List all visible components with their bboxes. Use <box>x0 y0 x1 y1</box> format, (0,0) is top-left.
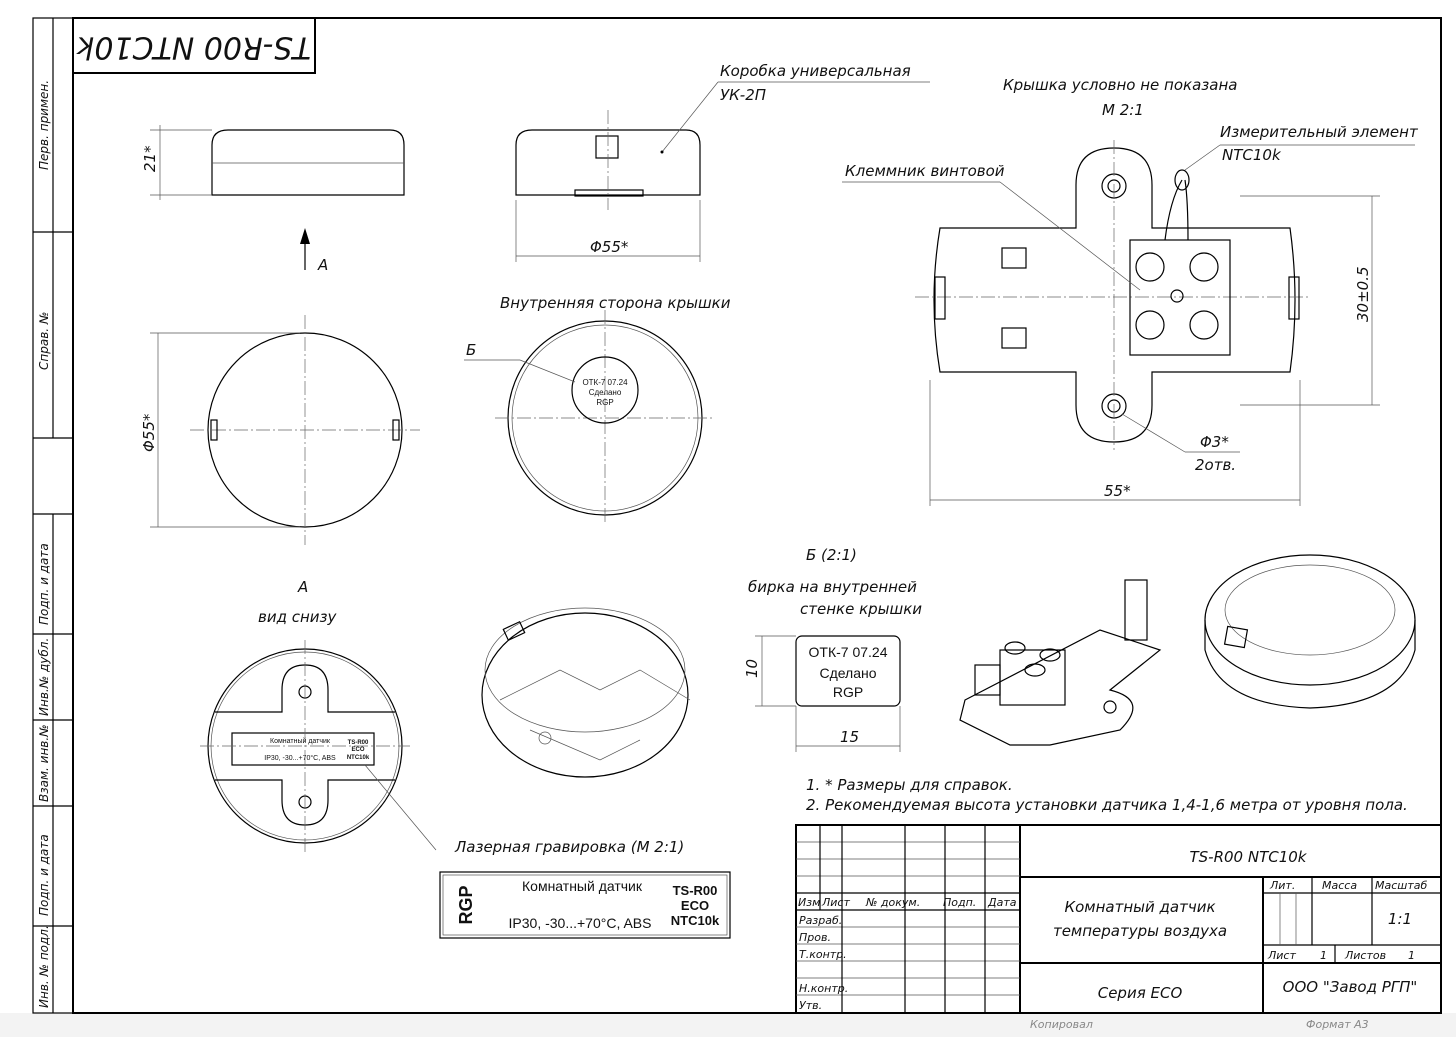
hole-count: 2отв. <box>1195 456 1236 474</box>
tag-line: RGP <box>833 684 863 700</box>
engraving-small-right: NTC10k <box>347 755 370 761</box>
col-header: Лист <box>821 896 850 909</box>
top-view: Φ55* <box>140 315 420 545</box>
rotated-stamp-box <box>72 17 316 74</box>
isometric-board <box>959 579 1162 746</box>
strip-label: Перв. примен. <box>37 80 51 170</box>
dimension-55: 55* <box>1104 482 1131 500</box>
scale-label: Масштаб <box>1375 879 1427 892</box>
detail-tag: Б (2:1) бирка на внутренней стенке крышк… <box>743 546 922 752</box>
copied-label: Копировал <box>1030 1018 1093 1031</box>
col-header: Изм <box>798 896 820 909</box>
detail-subtitle: бирка на внутренней <box>748 578 917 596</box>
tag-height-dim: 10 <box>743 659 761 678</box>
engraving-small-line1: Комнатный датчик <box>270 737 331 745</box>
tag-line: ОТК-7 07.24 <box>809 644 888 660</box>
strip-label: Инв.№ дубл. <box>37 638 51 716</box>
engraving-line1: Комнатный датчик <box>522 878 643 894</box>
element-model: NTC10k <box>1222 146 1282 164</box>
col-header: Подп. <box>943 896 976 909</box>
role-label: Утв. <box>799 999 822 1012</box>
tag-small-line: RGP <box>596 398 613 407</box>
inner-cover-view: Внутренняя сторона крышки ОТК-7 07.24 Сд… <box>464 294 731 525</box>
cover-note: Крышка условно не показана <box>1003 76 1237 94</box>
engraving-line2: IP30, -30...+70°C, ABS <box>509 915 652 931</box>
view-a-title: A <box>297 578 308 596</box>
tag-small-line: ОТК-7 07.24 <box>582 378 628 387</box>
role-label: Разраб. <box>799 914 842 927</box>
view-arrow-label: A <box>317 256 328 274</box>
view-a-subtitle: вид снизу <box>258 608 338 626</box>
rgp-logo: RGP <box>456 885 476 924</box>
detail-title: Б (2:1) <box>806 546 857 564</box>
engraving-small-right: ECO <box>351 747 364 753</box>
engraving-plate: RGP Комнатный датчик IP30, -30...+70°C, … <box>439 871 731 939</box>
side-view-right: Φ55* Коробка универсальная УК-2П <box>515 62 930 262</box>
bottom-view: A вид снизу Комнатный датчик IP30, -30..… <box>200 578 684 856</box>
diameter-dimension: Φ55* <box>140 413 158 452</box>
role-label: Пров. <box>799 931 831 944</box>
mass-label: Масса <box>1322 879 1357 892</box>
scale-value: 1:1 <box>1388 910 1412 928</box>
format-label: Формат А3 <box>1306 1018 1369 1031</box>
designation: TS-R00 NTC10k <box>1189 848 1307 866</box>
role-label: Н.контр. <box>799 982 848 995</box>
engraving-right: TS-R00 <box>673 883 718 898</box>
engraving-right: ECO <box>681 898 709 913</box>
tag-width-dim: 15 <box>840 728 859 746</box>
side-view-left: 21* A <box>141 125 405 274</box>
sheet-label: Лист <box>1267 949 1296 962</box>
series: Серия ECO <box>1098 984 1183 1002</box>
box-label: Коробка универсальная <box>720 62 911 80</box>
role-label: Т.контр. <box>799 948 847 961</box>
product-name-line2: температуры воздуха <box>1053 922 1227 940</box>
detail-marker: Б <box>466 341 476 359</box>
height-dimension: 21* <box>141 145 159 172</box>
engraving-right: NTC10k <box>671 913 720 928</box>
strip-label: Подп. и дата <box>37 543 51 625</box>
tag-line: Сделано <box>819 665 876 681</box>
isometric-cover <box>1204 554 1416 709</box>
col-header: № докум. <box>865 896 920 909</box>
detail-subtitle: стенке крышки <box>800 600 922 618</box>
inner-cover-title: Внутренняя сторона крышки <box>500 294 731 312</box>
side-strip: Перв. примен. Справ. № Подп. и дата Инв.… <box>32 17 74 1014</box>
box-model: УК-2П <box>720 86 766 104</box>
engraving-small-line2: IP30, -30...+70°C, ABS <box>264 754 336 762</box>
col-header: Дата <box>987 896 1017 909</box>
dimension-30: 30±0.5 <box>1354 266 1372 322</box>
sheets-value: 1 <box>1408 949 1415 962</box>
element-label: Измерительный элемент <box>1220 123 1419 141</box>
cover-scale: М 2:1 <box>1102 101 1144 119</box>
product-name-line1: Комнатный датчик <box>1064 898 1215 916</box>
tag-small-line: Сделано <box>589 388 622 397</box>
rotated-stamp-text: TS-R00 NTC10k <box>75 30 311 65</box>
sheets-label: Листов <box>1344 949 1386 962</box>
hole-dimension: Φ3* <box>1200 433 1229 451</box>
note-1: 1. * Размеры для справок. <box>806 776 1013 794</box>
engraving-title: Лазерная гравировка (М 2:1) <box>454 838 684 856</box>
isometric-base <box>481 607 691 778</box>
diameter-dimension: Φ55* <box>590 238 629 256</box>
strip-label: Взам. инв.№ <box>37 724 51 802</box>
terminal-label: Клеммник винтовой <box>845 162 1005 180</box>
strip-label: Инв. № подл. <box>37 925 51 1008</box>
engraving-small-right: TS-R00 <box>348 740 369 746</box>
terminal-board-view: Крышка условно не показана М 2:1 Измерит… <box>842 76 1419 506</box>
strip-label: Справ. № <box>37 312 51 370</box>
sheet-value: 1 <box>1320 949 1327 962</box>
title-block: Изм Лист № докум. Подп. Дата Разраб. Про… <box>795 824 1442 1014</box>
company: ООО "Завод РГП" <box>1283 978 1418 996</box>
note-2: 2. Рекомендуемая высота установки датчик… <box>806 796 1408 814</box>
strip-label: Подп. и дата <box>37 834 51 916</box>
lit-label: Лит. <box>1269 879 1295 892</box>
